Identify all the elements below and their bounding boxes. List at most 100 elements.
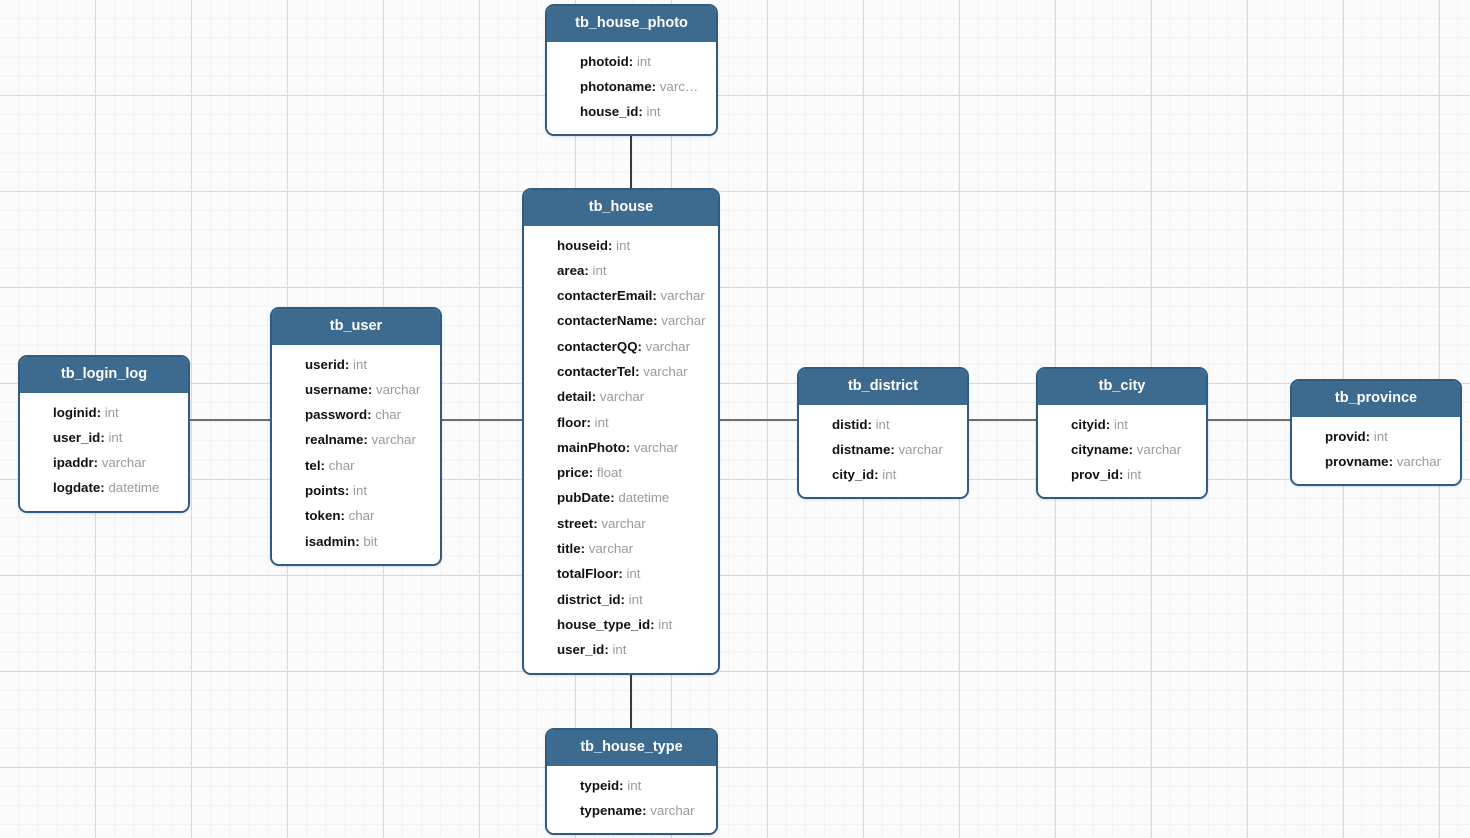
table-header-tb_city[interactable]: tb_city xyxy=(1038,369,1206,405)
field-row[interactable]: distname: varchar xyxy=(799,437,967,462)
field-row[interactable]: prov_id: int xyxy=(1038,462,1206,487)
connector-tb_house_photo-to-tb_house[interactable] xyxy=(630,129,632,189)
field-row[interactable]: user_id: int xyxy=(524,637,718,662)
table-header-tb_house_photo[interactable]: tb_house_photo xyxy=(547,6,716,42)
field-separator: : xyxy=(874,467,883,483)
field-row[interactable]: realname: varchar xyxy=(272,427,440,452)
field-type: int xyxy=(1113,416,1128,432)
field-name: password xyxy=(305,407,368,423)
connector-tb_login_log-to-tb_user[interactable] xyxy=(189,419,271,421)
table-header-tb_district[interactable]: tb_district xyxy=(799,369,967,405)
field-row[interactable]: street: varchar xyxy=(524,511,718,536)
field-row[interactable]: password: char xyxy=(272,402,440,427)
field-row[interactable]: detail: varchar xyxy=(524,384,718,409)
connector-tb_house-to-tb_district[interactable] xyxy=(719,419,798,421)
field-row[interactable]: houseid: int xyxy=(524,233,718,258)
field-row[interactable]: provid: int xyxy=(1292,424,1460,449)
field-name: token xyxy=(305,508,341,524)
field-row[interactable]: photoname: varc… xyxy=(547,74,716,99)
field-row[interactable]: userid: int xyxy=(272,352,440,377)
field-row[interactable]: isadmin: bit xyxy=(272,529,440,554)
field-row[interactable]: token: char xyxy=(272,503,440,528)
connector-tb_user-to-tb_house[interactable] xyxy=(441,419,523,421)
table-header-tb_user[interactable]: tb_user xyxy=(272,309,440,345)
field-type: varchar xyxy=(633,439,679,455)
field-row[interactable]: typeid: int xyxy=(547,773,716,798)
field-name: contacterEmail xyxy=(557,288,653,304)
field-row[interactable]: logdate: datetime xyxy=(20,475,188,500)
field-row[interactable]: contacterTel: varchar xyxy=(524,359,718,384)
table-header-tb_house_type[interactable]: tb_house_type xyxy=(547,730,716,766)
field-name: pubDate xyxy=(557,490,611,506)
field-row[interactable]: contacterQQ: varchar xyxy=(524,334,718,359)
field-separator: : xyxy=(100,480,109,496)
field-row[interactable]: photoid: int xyxy=(547,49,716,74)
field-row[interactable]: typename: varchar xyxy=(547,798,716,823)
field-type: varchar xyxy=(375,381,421,397)
field-separator: : xyxy=(1388,453,1397,469)
field-row[interactable]: distid: int xyxy=(799,412,967,437)
field-row[interactable]: house_type_id: int xyxy=(524,612,718,637)
field-row[interactable]: points: int xyxy=(272,478,440,503)
field-type: int xyxy=(616,237,631,253)
field-separator: : xyxy=(650,616,659,632)
field-row[interactable]: loginid: int xyxy=(20,400,188,425)
field-row[interactable]: price: float xyxy=(524,460,718,485)
field-type: bit xyxy=(363,533,378,549)
field-row[interactable]: username: varchar xyxy=(272,377,440,402)
field-row[interactable]: pubDate: datetime xyxy=(524,485,718,510)
field-row[interactable]: area: int xyxy=(524,258,718,283)
table-header-tb_house[interactable]: tb_house xyxy=(524,190,718,226)
field-row[interactable]: floor: int xyxy=(524,410,718,435)
field-type: int xyxy=(628,591,643,607)
field-row[interactable]: totalFloor: int xyxy=(524,561,718,586)
field-type: varchar xyxy=(588,541,634,557)
field-name: distid xyxy=(832,416,868,432)
field-separator: : xyxy=(363,432,372,448)
connector-tb_city-to-tb_province[interactable] xyxy=(1207,419,1291,421)
field-row[interactable]: provname: varchar xyxy=(1292,449,1460,474)
field-row[interactable]: mainPhoto: varchar xyxy=(524,435,718,460)
field-row[interactable]: district_id: int xyxy=(524,587,718,612)
field-name: house_type_id xyxy=(557,616,651,632)
field-name: provname xyxy=(1325,453,1389,469)
field-name: city_id xyxy=(832,467,875,483)
connector-tb_district-to-tb_city[interactable] xyxy=(968,419,1037,421)
field-separator: : xyxy=(584,262,593,278)
field-row[interactable]: contacterEmail: varchar xyxy=(524,283,718,308)
field-row[interactable]: title: varchar xyxy=(524,536,718,561)
connector-tb_house-to-tb_house_type[interactable] xyxy=(630,665,632,729)
table-header-tb_province[interactable]: tb_province xyxy=(1292,381,1460,417)
field-type: varchar xyxy=(601,515,646,531)
field-row[interactable]: cityid: int xyxy=(1038,412,1206,437)
field-separator: : xyxy=(593,515,602,531)
field-type: varchar xyxy=(1136,441,1182,457)
field-type: int xyxy=(882,467,897,483)
field-separator: : xyxy=(635,363,644,379)
field-row[interactable]: cityname: varchar xyxy=(1038,437,1206,462)
field-separator: : xyxy=(867,416,876,432)
field-row[interactable]: user_id: int xyxy=(20,425,188,450)
field-type: int xyxy=(592,262,607,278)
field-separator: : xyxy=(586,414,595,430)
field-separator: : xyxy=(1105,416,1114,432)
field-type: int xyxy=(627,777,642,793)
table-header-tb_login_log[interactable]: tb_login_log xyxy=(20,357,188,393)
field-row[interactable]: contacterName: varchar xyxy=(524,308,718,333)
field-row[interactable]: ipaddr: varchar xyxy=(20,450,188,475)
field-row[interactable]: house_id: int xyxy=(547,99,716,124)
field-row[interactable]: tel: char xyxy=(272,453,440,478)
field-name: area xyxy=(557,262,585,278)
field-separator: : xyxy=(610,490,619,506)
field-row[interactable]: city_id: int xyxy=(799,462,967,487)
